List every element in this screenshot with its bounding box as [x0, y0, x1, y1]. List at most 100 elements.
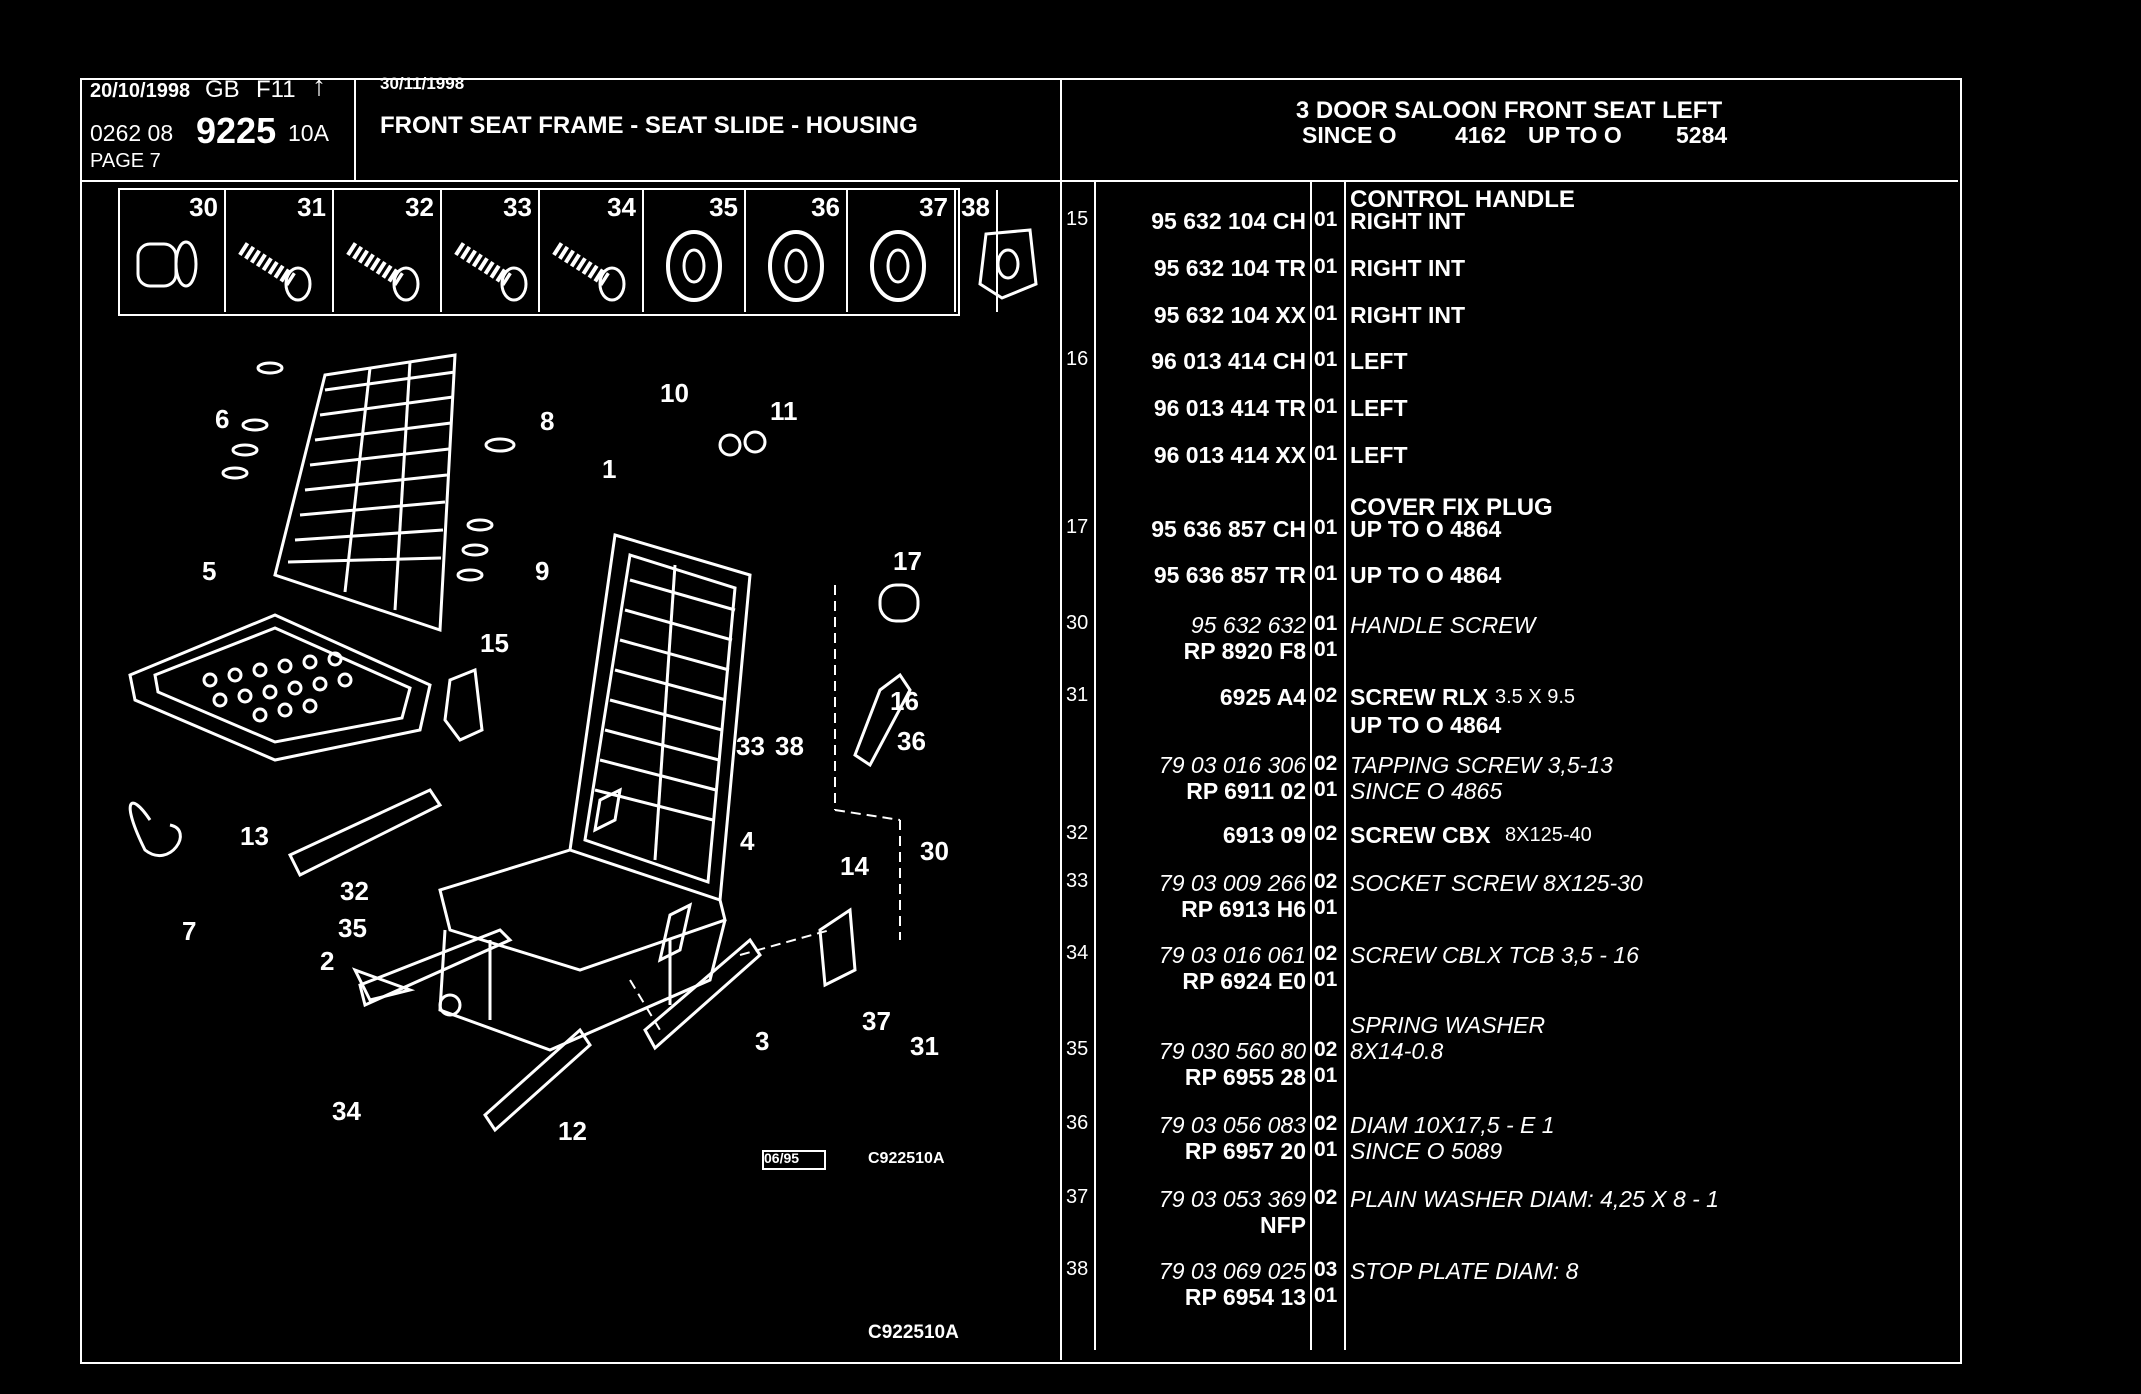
row-description: SCREW CBX	[1350, 822, 1491, 848]
callout-30: 30	[920, 836, 949, 866]
row-part-number: NFP	[1260, 1212, 1306, 1238]
thumbnail-number: 37	[919, 192, 948, 222]
exploded-seat-diagram: 1234567891011121314151617303132333435363…	[128, 353, 949, 1146]
up-arrow-icon: ↑	[312, 70, 326, 101]
callout-9: 9	[535, 556, 549, 586]
row-description: SINCE O 4865	[1350, 778, 1503, 804]
row-quantity: 01	[1314, 562, 1338, 585]
market-code: GB	[205, 76, 240, 103]
diagram-code-small: C922510A	[868, 1150, 945, 1167]
row-part-number: 96 013 414 CH	[1151, 348, 1306, 374]
header-divider-v	[354, 78, 356, 180]
seat-slide-rails	[287, 787, 857, 1133]
row-description-dimension: 8X125-40	[1505, 824, 1592, 846]
washer-icon	[870, 230, 926, 302]
row-description: RIGHT INT	[1350, 208, 1465, 234]
revision-stamp	[762, 1150, 826, 1170]
callout-15: 15	[480, 628, 509, 658]
row-part-number: 95 632 632	[1190, 612, 1306, 638]
thumbnail-34: 34	[540, 190, 644, 312]
row-part-number: 96 013 414 TR	[1153, 395, 1306, 421]
thumbnail-number: 33	[503, 192, 532, 222]
row-part-number: 79 03 053 369	[1158, 1186, 1306, 1212]
row-part-number: 95 636 857 CH	[1151, 516, 1306, 542]
row-description: DIAM 10X17,5 - E 1	[1350, 1112, 1555, 1138]
revision-stamp-text: 06/95	[764, 1150, 800, 1166]
table-col-line	[1310, 180, 1312, 1350]
thumbnail-number: 32	[405, 192, 434, 222]
row-quantity: 03	[1314, 1258, 1338, 1281]
callout-16: 16	[890, 686, 919, 716]
thumbnail-38: 38	[956, 190, 1038, 312]
row-quantity: 02	[1314, 684, 1338, 707]
callout-5: 5	[202, 556, 216, 586]
row-description: SINCE O 5089	[1350, 1138, 1503, 1164]
row-description: LEFT	[1350, 395, 1408, 421]
callout-32: 32	[340, 876, 369, 906]
row-quantity: 02	[1314, 870, 1338, 893]
callout-14: 14	[840, 851, 869, 881]
row-quantity: 01	[1314, 516, 1338, 539]
variant-since: SINCE O	[1302, 122, 1397, 148]
plate-icon	[978, 228, 1038, 300]
leader-lines	[629, 585, 901, 1031]
thumbnail-30: 30	[118, 190, 226, 312]
row-description: PLAIN WASHER DIAM: 4,25 X 8 - 1	[1350, 1186, 1719, 1212]
row-item-number: 30	[1066, 612, 1089, 634]
backrest-panel	[273, 353, 457, 633]
row-part-number: 95 636 857 TR	[1153, 562, 1306, 588]
small-parts	[128, 361, 920, 1017]
callout-17: 17	[893, 546, 922, 576]
callout-8: 8	[540, 406, 554, 436]
callout-10: 10	[660, 378, 689, 408]
row-part-number: 79 03 009 266	[1158, 870, 1306, 896]
thumbnail-number: 35	[709, 192, 738, 222]
center-divider	[1060, 78, 1062, 1360]
row-part-number: 79 03 056 083	[1158, 1112, 1306, 1138]
row-quantity: 01	[1314, 395, 1338, 418]
row-part-number: 6925 A4	[1219, 684, 1306, 710]
thumbnail-35: 35	[644, 190, 746, 312]
model-code: F11	[256, 76, 296, 103]
row-part-number: 79 03 016 061	[1158, 942, 1306, 968]
row-item-number: 31	[1066, 684, 1089, 706]
callout-12: 12	[558, 1116, 587, 1146]
washer-icon	[768, 230, 824, 302]
row-item-number: 34	[1066, 942, 1089, 964]
row-part-number: 79 03 016 306	[1158, 752, 1306, 778]
thumbnail-33: 33	[442, 190, 540, 312]
row-part-number: 95 632 104 CH	[1151, 208, 1306, 234]
screw-icon	[454, 242, 528, 302]
callout-3: 3	[755, 1026, 769, 1056]
issue-date: 30/11/1998	[380, 74, 465, 93]
thumbnail-number: 31	[297, 192, 326, 222]
row-part-number: 79 03 069 025	[1158, 1258, 1306, 1284]
washer-icon	[666, 230, 722, 302]
date-line: 20/10/1998	[90, 80, 191, 102]
row-quantity: 02	[1314, 1112, 1338, 1135]
row-part-number: 95 632 104 XX	[1153, 302, 1306, 328]
row-quantity: 01	[1314, 1284, 1338, 1307]
cushion-pan	[128, 613, 432, 762]
knob-icon	[136, 240, 198, 288]
callout-35: 35	[338, 913, 367, 943]
variant-upto: UP TO O	[1528, 122, 1622, 148]
row-quantity: 01	[1314, 612, 1338, 635]
right-header-divider	[1060, 180, 1958, 182]
header-divider	[80, 180, 1060, 182]
ref-suffix: 10A	[288, 120, 329, 146]
row-quantity: 01	[1314, 896, 1338, 919]
row-item-number: 15	[1066, 208, 1089, 230]
diagram-code-bottom: C922510A	[868, 1322, 959, 1343]
row-description: SPRING WASHER	[1350, 1012, 1546, 1038]
row-description: 8X14-0.8	[1350, 1038, 1444, 1064]
row-description: TAPPING SCREW 3,5-13	[1350, 752, 1613, 778]
row-description: STOP PLATE DIAM: 8	[1350, 1258, 1579, 1284]
row-part-number: RP 6954 13	[1184, 1284, 1306, 1310]
thumbnail-number: 30	[189, 192, 218, 222]
heading-control-handle: CONTROL HANDLE	[1350, 186, 1575, 213]
callout-11: 11	[770, 396, 798, 426]
row-item-number: 36	[1066, 1112, 1089, 1134]
variant-to: 5284	[1676, 122, 1728, 148]
row-part-number: RP 6924 E0	[1182, 968, 1306, 994]
